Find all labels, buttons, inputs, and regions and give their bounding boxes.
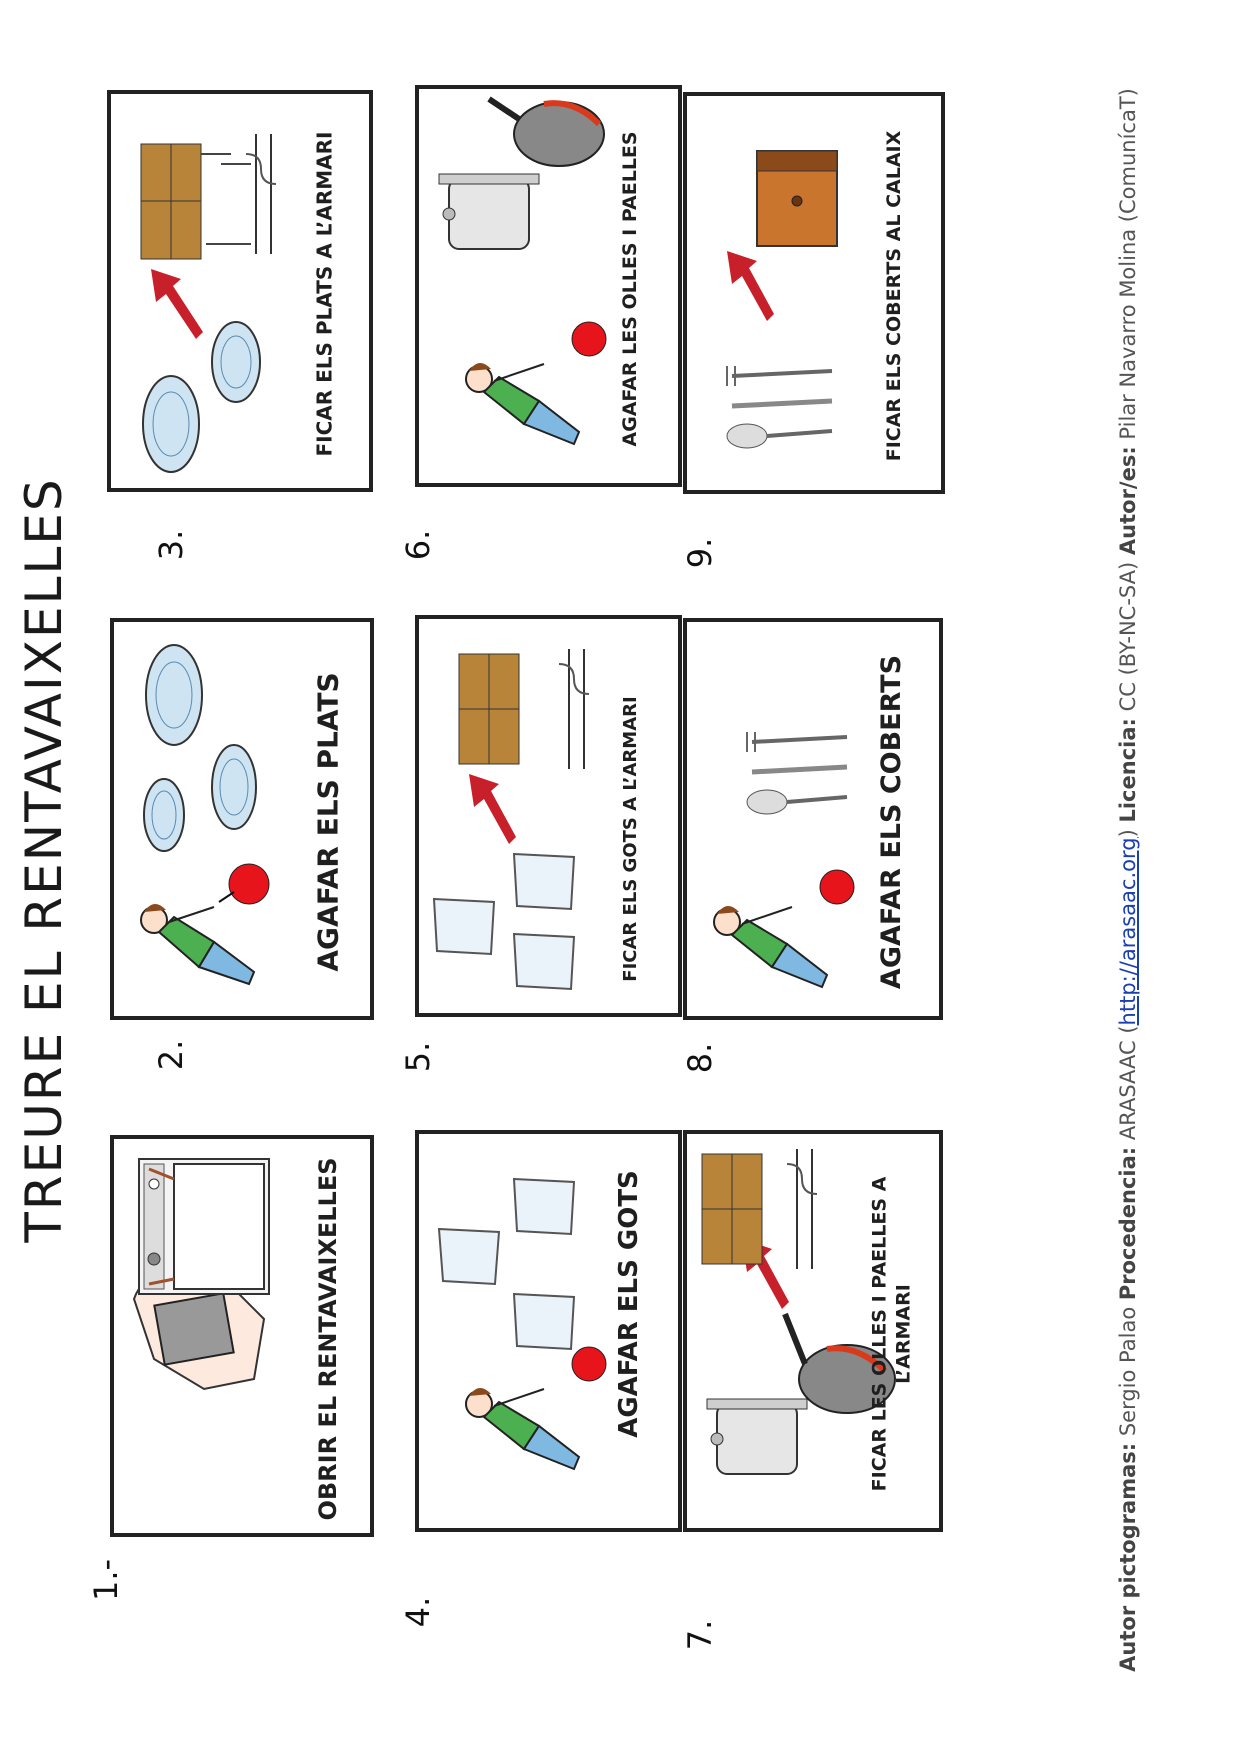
credits-source: ARASAAC ( <box>1116 1025 1140 1141</box>
step-7-label-line-2: L’ARMARI <box>892 1284 914 1384</box>
cutlery-icon <box>726 366 833 449</box>
plate-icon <box>143 644 257 852</box>
step-7-label-line-1: FICAR LES OLLES I PAELLES A <box>868 1176 891 1492</box>
step-4-pictogram <box>437 1177 607 1471</box>
glass-icon <box>432 852 576 991</box>
step-card-6: AGAFAR LES OLLES I PAELLES <box>415 85 682 487</box>
dishwasher-icon <box>138 1158 270 1295</box>
step-6-pictogram <box>438 96 607 446</box>
page-title-text: TREURE EL RENTAVAIXELLES <box>15 477 73 1243</box>
step-9-pictogram <box>726 150 838 449</box>
step-1-pictogram <box>132 1158 270 1391</box>
cutlery-icon <box>746 732 848 815</box>
person-grab-icon <box>465 1346 607 1471</box>
step-card-8: AGAFAR ELS COBERTS <box>683 618 943 1020</box>
credits-author: Sergio Palao <box>1116 1306 1140 1437</box>
credits-license: CC (BY-NC-SA) <box>1116 561 1140 712</box>
cupboard-icon <box>140 134 277 260</box>
cupboard-icon <box>701 1149 818 1269</box>
pot-icon <box>706 1398 808 1475</box>
step-card-4: AGAFAR ELS GOTS <box>415 1130 682 1532</box>
drawer-icon <box>756 150 838 247</box>
credits-source-link[interactable]: http://arasaac.org <box>1116 837 1140 1026</box>
step-card-5: FICAR ELS GOTS A L’ARMARI <box>415 615 682 1017</box>
step-card-2: AGAFAR ELS PLATS <box>110 618 374 1020</box>
pan-icon <box>487 96 605 167</box>
plate-icon <box>142 321 261 473</box>
credits-source-close: ) <box>1116 829 1140 838</box>
pot-icon <box>438 173 540 250</box>
arrow-icon <box>151 269 203 339</box>
credits-authors: Pilar Navarro Molina (ComunícaT) <box>1116 88 1140 440</box>
glass-icon <box>437 1177 576 1351</box>
arrow-icon <box>727 251 774 321</box>
person-grab-icon <box>465 321 607 446</box>
step-5-pictogram <box>432 649 590 991</box>
credits-source-label: Procedencia: <box>1116 1146 1140 1301</box>
hand-icon <box>132 1244 266 1391</box>
credits-license-label: Licencia: <box>1116 718 1140 823</box>
arrow-icon <box>469 774 516 844</box>
step-card-9: FICAR ELS COBERTS AL CALAIX <box>683 92 945 494</box>
person-grab-icon <box>713 869 855 989</box>
credits-author-label: Autor pictogramas: <box>1116 1442 1140 1672</box>
step-8-pictogram <box>713 732 855 989</box>
pan-icon <box>782 1312 896 1414</box>
credits-authors-label: Autor/es: <box>1116 446 1140 556</box>
person-grab-icon <box>140 863 270 986</box>
cupboard-icon <box>458 649 590 769</box>
step-card-3: FICAR ELS PLATS A L’ARMARI <box>107 90 373 492</box>
step-card-1: OBRIR EL RENTAVAIXELLES <box>110 1135 374 1537</box>
step-card-7: FICAR LES OLLES I PAELLES A L’ARMARI <box>683 1130 943 1532</box>
step-7-pictogram <box>701 1149 896 1475</box>
step-3-pictogram <box>140 134 277 473</box>
step-2-pictogram <box>140 644 270 986</box>
